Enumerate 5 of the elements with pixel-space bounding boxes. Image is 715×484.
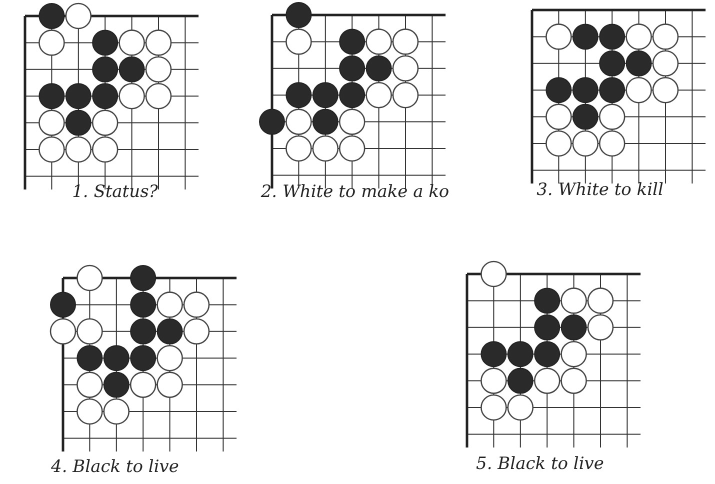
problem-caption: 3. White to kill xyxy=(536,180,664,200)
problem-caption: 2. White to make a ko xyxy=(260,182,450,202)
problem-caption: 1. Status? xyxy=(72,182,158,202)
problem-caption: 5. Black to live xyxy=(476,454,604,474)
problem-caption: 4. Black to live xyxy=(51,457,179,477)
